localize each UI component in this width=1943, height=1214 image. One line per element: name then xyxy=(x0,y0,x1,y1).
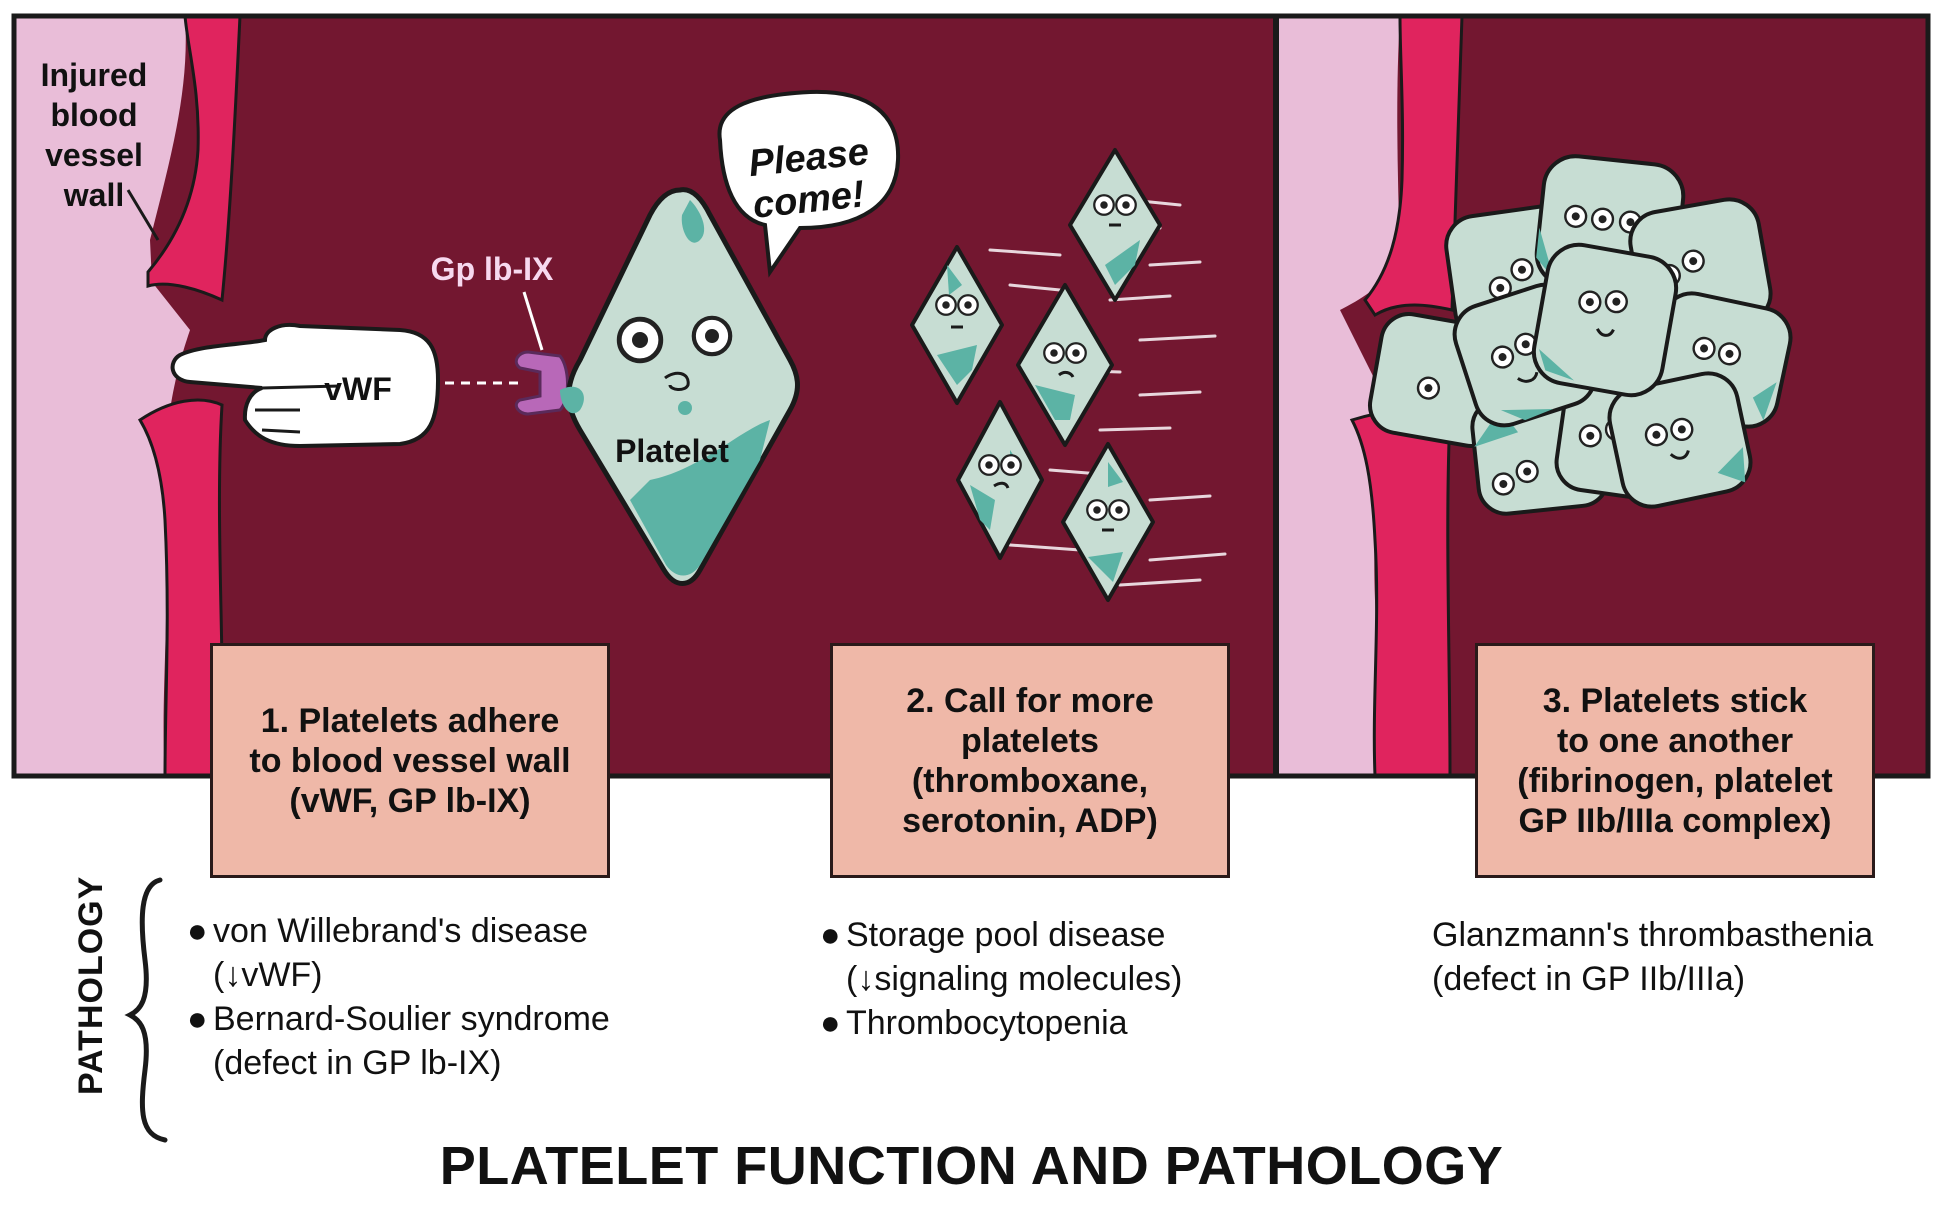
wall-label-line-1: Injured xyxy=(41,57,148,93)
pathology-item-title: Storage pool disease xyxy=(846,916,1166,954)
pathology-item: ● Thrombocytopenia xyxy=(820,1001,1182,1045)
tissue-right xyxy=(1276,16,1400,776)
pathology-brace xyxy=(124,877,168,1143)
pathology-item-detail: (↓vWF) xyxy=(213,956,323,994)
pathology-item-title: Bernard-Soulier syndrome xyxy=(213,1000,610,1038)
vwf-label: vWF xyxy=(324,371,392,407)
pathology-column-3: Glanzmann's thrombasthenia (defect in GP… xyxy=(1432,913,1873,1001)
receptor-pointer-line xyxy=(522,291,544,351)
pathology-item: ● von Willebrand's disease xyxy=(187,909,610,953)
pathology-item-detail: (↓signaling molecules) xyxy=(846,960,1183,998)
bullet-icon: ● xyxy=(187,1000,208,1038)
step-1-box: 1. Platelets adhere to blood vessel wall… xyxy=(210,643,610,878)
step-2-line-3: (thromboxane, xyxy=(911,761,1149,800)
step-1-line-3: (vWF, GP lb-IX) xyxy=(289,781,531,820)
pathology-item-title: von Willebrand's disease xyxy=(213,912,589,950)
platelet-small-1 xyxy=(1068,148,1162,302)
step-3-line-2: to one another xyxy=(1556,721,1794,760)
step-2-box: 2. Call for more platelets (thromboxane,… xyxy=(830,643,1230,878)
pathology-item: ● Bernard-Soulier syndrome xyxy=(187,997,610,1041)
vwf-glove-icon xyxy=(170,323,441,449)
step-2-line-1: 2. Call for more xyxy=(906,681,1154,720)
step-3-line-1: 3. Platelets stick xyxy=(1542,681,1808,720)
tissue-left xyxy=(14,16,190,776)
step-1-line-1: 1. Platelets adhere xyxy=(260,701,560,740)
pathology-item-title: Thrombocytopenia xyxy=(846,1004,1128,1042)
step-2-line-4: serotonin, ADP) xyxy=(902,801,1158,840)
wall-label-line-3: vessel xyxy=(45,137,143,173)
wall-label-line-2: blood xyxy=(50,97,137,133)
vessel-wall-upper-right xyxy=(1363,14,1464,318)
step-1-line-2: to blood vessel wall xyxy=(249,741,571,780)
gp-ib-ix-receptor-icon xyxy=(514,350,569,416)
platelet-small-2 xyxy=(910,245,1004,405)
platelet-small-3 xyxy=(1016,283,1114,447)
platelet-label: Platelet xyxy=(615,433,729,469)
speed-lines xyxy=(988,198,1227,587)
vessel-wall-upper xyxy=(146,14,242,303)
step-3-line-4: GP IIb/IIIa complex) xyxy=(1518,801,1832,840)
bullet-icon: ● xyxy=(187,912,208,950)
platelet-small-5 xyxy=(1061,442,1155,602)
pathology-column-1: ● von Willebrand's disease (↓vWF) ● Bern… xyxy=(187,909,610,1085)
bullet-icon: ● xyxy=(820,1004,841,1042)
bullet-icon: ● xyxy=(820,916,841,954)
pathology-item-detail: (defect in GP lb-IX) xyxy=(213,1044,502,1082)
speech-bubble xyxy=(717,89,901,278)
step-3-line-3: (fibrinogen, platelet xyxy=(1517,761,1833,800)
platelet-large xyxy=(560,187,800,586)
platelet-aggregate xyxy=(1368,154,1793,516)
step-3-box: 3. Platelets stick to one another (fibri… xyxy=(1475,643,1875,878)
pathology-item-detail: (defect in GP IIb/IIIa) xyxy=(1432,960,1746,998)
step-2-line-2: platelets xyxy=(961,721,1099,760)
platelet-small-4 xyxy=(956,400,1044,560)
receptor-label: Gp lb-IX xyxy=(431,251,554,287)
pathology-label: PATHOLOGY xyxy=(72,875,110,1095)
wall-pointer-line xyxy=(126,189,160,241)
wall-label-line-4: wall xyxy=(63,177,124,213)
pathology-column-2: ● Storage pool disease (↓signaling molec… xyxy=(820,913,1182,1045)
page-title: PLATELET FUNCTION AND PATHOLOGY xyxy=(439,1136,1504,1196)
pathology-item-title: Glanzmann's thrombasthenia xyxy=(1432,916,1874,954)
pathology-item: ● Storage pool disease xyxy=(820,913,1182,957)
